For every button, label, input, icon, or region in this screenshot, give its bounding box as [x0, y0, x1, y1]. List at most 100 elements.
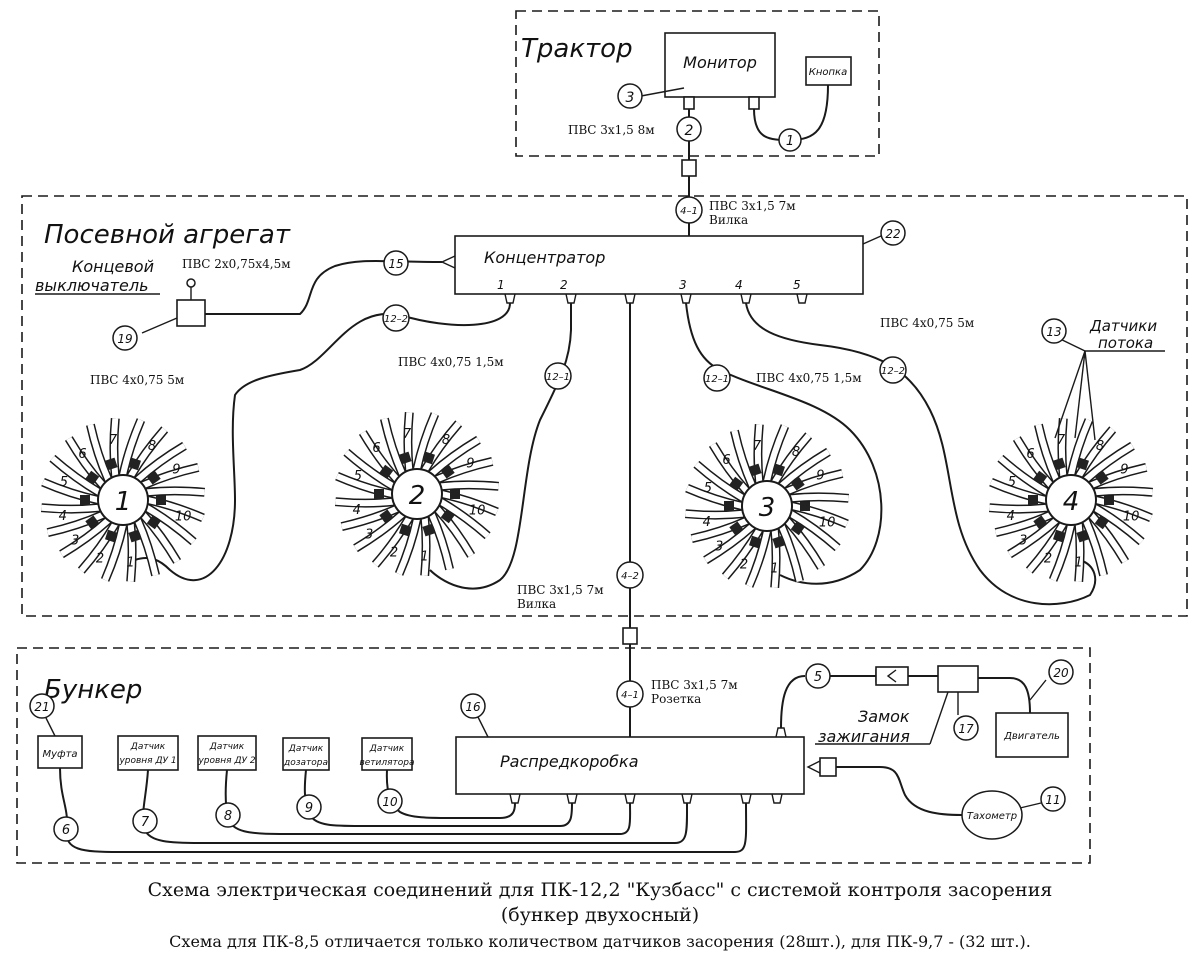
svg-text:Вилка: Вилка: [709, 213, 748, 227]
wheel-number: 4: [1063, 487, 1080, 517]
svg-text:уровня ДУ 2: уровня ДУ 2: [197, 756, 255, 766]
limit-switch-label: Концевой: [72, 257, 154, 276]
svg-text:ветиляторa: ветиляторa: [359, 758, 414, 768]
ignition-lock-box: [937, 665, 979, 693]
sensor-number: 1: [770, 562, 778, 577]
sensor-number: 2: [96, 552, 104, 567]
button-box: [805, 56, 852, 86]
sensor-number: 8: [148, 439, 156, 454]
svg-text:4: 4: [735, 278, 743, 292]
tractor-frame: [515, 10, 880, 157]
sensor-number: 1: [126, 556, 134, 571]
sensor-number: 10: [469, 503, 486, 518]
svg-text:ПВС 4х0,75 1,5м: ПВС 4х0,75 1,5м: [756, 371, 862, 385]
cable-labels: ПВС 3х1,5 8м ПВС 3х1,5 7м Вилка ПВС 2х0,…: [90, 123, 974, 706]
sensor-number: 1: [420, 550, 428, 565]
svg-text:21: 21: [34, 700, 49, 714]
cable-port4: [745, 302, 1097, 606]
svg-text:Двигатель: Двигатель: [1003, 731, 1060, 742]
sensor-number: 7: [109, 433, 118, 448]
svg-text:Вилка: Вилка: [517, 597, 556, 611]
svg-text:12–1: 12–1: [705, 374, 729, 385]
sensor-number: 2: [390, 546, 398, 561]
bunker-label: Бункер: [44, 675, 142, 705]
wheel-number: 3: [759, 493, 776, 523]
svg-text:22: 22: [885, 227, 900, 241]
sensor-number: 7: [1057, 433, 1066, 448]
svg-text:Муфта: Муфта: [42, 749, 77, 760]
svg-text:3: 3: [679, 278, 687, 292]
svg-text:11: 11: [1045, 793, 1060, 807]
svg-text:12–1: 12–1: [546, 372, 570, 383]
sensor-number: 4: [703, 515, 711, 530]
svg-text:12–2: 12–2: [881, 366, 905, 377]
svg-text:ПВС 4х0,75 5м: ПВС 4х0,75 5м: [880, 316, 974, 330]
svg-text:19: 19: [117, 332, 132, 346]
svg-text:10: 10: [382, 795, 398, 809]
svg-text:13: 13: [1046, 325, 1061, 339]
seeder-label: Посевной агрегат: [44, 220, 291, 250]
cable-port2: [429, 303, 572, 590]
svg-text:зажигания: зажигания: [818, 727, 910, 746]
bunker-frame: [16, 647, 1091, 864]
limit-switch-box: [176, 299, 206, 327]
sensor-number: 3: [71, 534, 79, 549]
level2-box: [197, 735, 257, 771]
svg-text:1: 1: [497, 278, 505, 292]
sensor-number: 3: [1019, 534, 1027, 549]
sensor-number: 2: [1044, 552, 1052, 567]
svg-text:5: 5: [814, 670, 822, 685]
sensor-number: 5: [704, 481, 712, 496]
svg-text:уровня ДУ 1: уровня ДУ 1: [118, 756, 176, 766]
svg-text:потока: потока: [1098, 334, 1153, 352]
svg-text:2: 2: [685, 123, 694, 139]
svg-text:4–1: 4–1: [621, 690, 639, 701]
sensor-number: 4: [1007, 509, 1015, 524]
distribution-box-label: Распредкоробка: [500, 752, 639, 771]
caption-line1: Схема электрическая соединений для ПК-12…: [147, 879, 1053, 901]
svg-text:15: 15: [388, 257, 403, 271]
svg-text:ПВС 3х1,5 7м: ПВС 3х1,5 7м: [709, 199, 796, 213]
sensor-number: 5: [1008, 475, 1016, 490]
engine-box: [995, 712, 1069, 758]
concentrator-box: [454, 235, 864, 295]
cable-port3: [685, 302, 883, 585]
svg-text:Датчик: Датчик: [288, 744, 324, 754]
svg-text:4–2: 4–2: [621, 571, 639, 582]
callouts: 1 2 3 4–1 15 22 12–2 12–1 12–1 12–2 13 1…: [29, 83, 1074, 842]
sensor-number: 7: [403, 427, 412, 442]
flow-sensors-label: Датчики: [1089, 317, 1157, 335]
sensor-number: 6: [1026, 447, 1034, 462]
svg-text:ПВС 3х1,5 7м: ПВС 3х1,5 7м: [517, 583, 604, 597]
svg-text:Тахометр: Тахометр: [967, 811, 1017, 822]
svg-text:17: 17: [958, 722, 974, 736]
sensor-number: 6: [78, 447, 86, 462]
svg-text:3: 3: [626, 90, 635, 106]
sensor-number: 9: [466, 457, 474, 472]
tractor-connector: [681, 159, 697, 177]
svg-text:выключатель: выключатель: [35, 276, 149, 295]
sensor-number: 3: [715, 540, 723, 555]
sensor-number: 6: [722, 453, 730, 468]
distribution-ports: [509, 793, 783, 804]
svg-text:16: 16: [465, 700, 481, 714]
button-label: Кнопка: [809, 67, 847, 78]
concentrator-label: Концентратор: [484, 248, 605, 267]
caption-line2: (бункер двухосный): [500, 904, 700, 926]
sensor-number: 6: [372, 441, 380, 456]
fan-sensor-box: [361, 737, 413, 771]
sensor-number: 8: [792, 445, 800, 460]
svg-text:дозатора: дозатора: [283, 758, 328, 768]
sensor-number: 9: [816, 469, 824, 484]
sensor-number: 2: [740, 558, 748, 573]
sensor-number: 10: [819, 515, 836, 530]
svg-text:Датчик: Датчик: [130, 742, 166, 752]
svg-text:7: 7: [141, 815, 150, 830]
svg-text:Датчик: Датчик: [369, 744, 405, 754]
dosing-sensor-box: [282, 737, 330, 771]
